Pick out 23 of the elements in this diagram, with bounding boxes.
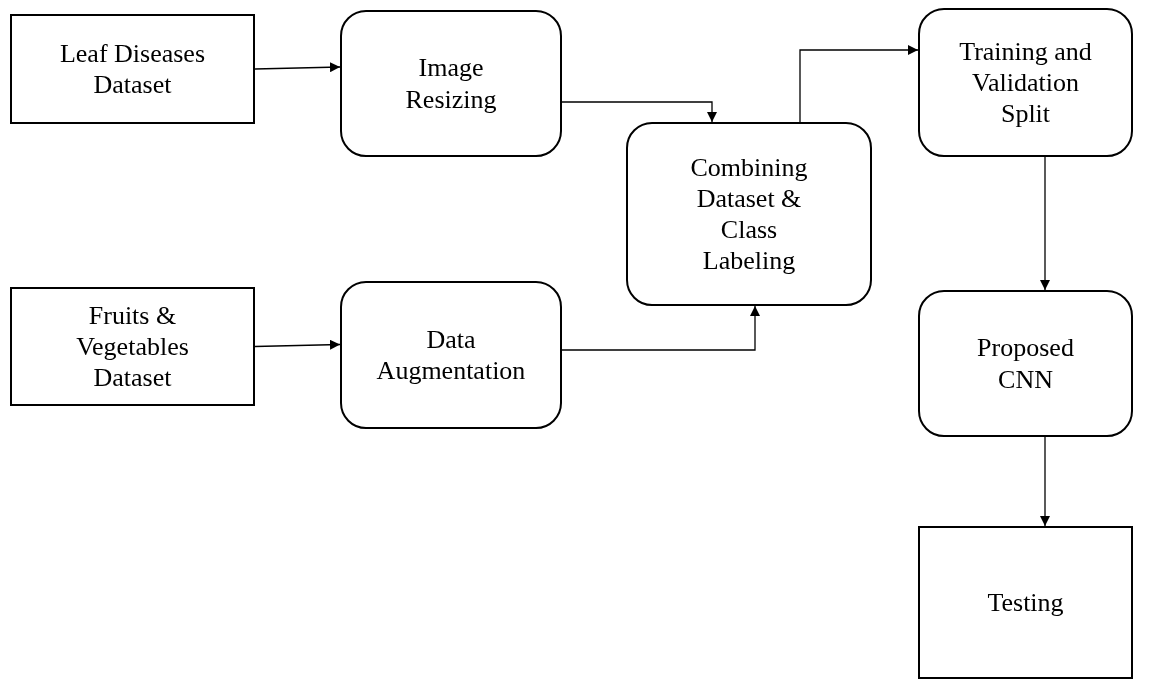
rounded-process-box bbox=[626, 122, 872, 306]
node-label: Training and Validation Split bbox=[958, 35, 1093, 130]
arrow bbox=[799, 45, 919, 123]
process-box bbox=[918, 526, 1133, 679]
node-label: Proposed CNN bbox=[976, 332, 1075, 395]
rounded-process-box bbox=[918, 8, 1133, 157]
node-label: Data Augmentation bbox=[375, 323, 527, 387]
node-label: Image Resizing bbox=[404, 52, 498, 115]
node-label: Testing bbox=[986, 586, 1065, 619]
arrow bbox=[254, 339, 341, 350]
rounded-process-box bbox=[340, 281, 562, 429]
node-label: Fruits & Vegetables Dataset bbox=[75, 299, 190, 394]
rounded-process-box bbox=[918, 290, 1133, 437]
arrow bbox=[1040, 156, 1050, 291]
arrow bbox=[561, 101, 717, 123]
node-label: Leaf Diseases Dataset bbox=[58, 37, 207, 101]
arrow bbox=[561, 305, 760, 351]
arrow bbox=[1040, 436, 1050, 527]
process-box bbox=[10, 287, 255, 406]
rounded-process-box bbox=[340, 10, 562, 157]
arrow bbox=[254, 62, 341, 73]
process-box bbox=[10, 14, 255, 124]
node-label: Combining Dataset & Class Labeling bbox=[689, 151, 809, 277]
